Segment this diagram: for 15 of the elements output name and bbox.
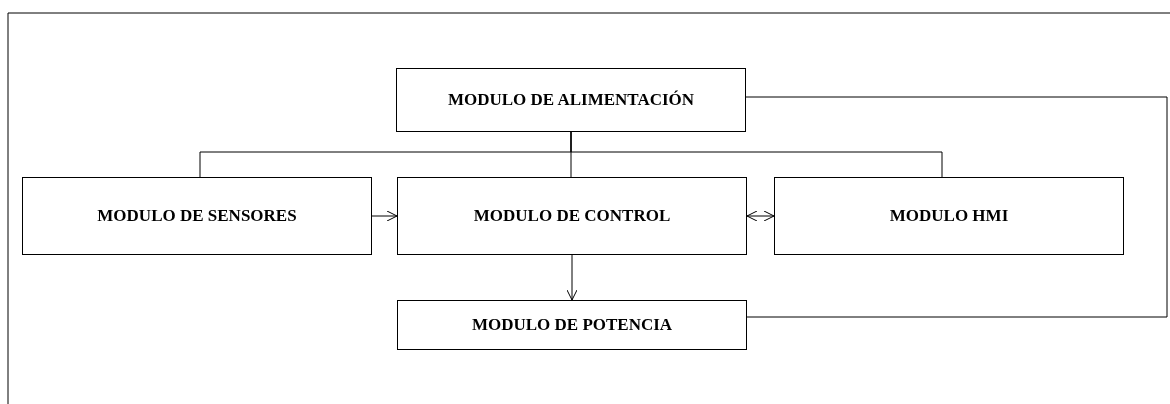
module-label: MODULO DE SENSORES: [97, 206, 297, 226]
module-box: [774, 177, 1124, 255]
module-label: MODULO HMI: [889, 206, 1009, 226]
module-box: [397, 177, 747, 255]
module-box: [22, 177, 372, 255]
arrow: [566, 254, 578, 301]
connector-line: [570, 131, 943, 178]
connector-line: [745, 96, 1168, 318]
module-label: MODULO DE POTENCIA: [471, 315, 673, 335]
module-label: MODULO DE CONTROL: [473, 206, 671, 226]
module-box: [396, 68, 746, 132]
arrow: [746, 210, 775, 222]
module-box: [397, 300, 747, 350]
arrow: [371, 210, 398, 222]
module-label: MODULO DE ALIMENTACIÓN: [447, 90, 695, 110]
